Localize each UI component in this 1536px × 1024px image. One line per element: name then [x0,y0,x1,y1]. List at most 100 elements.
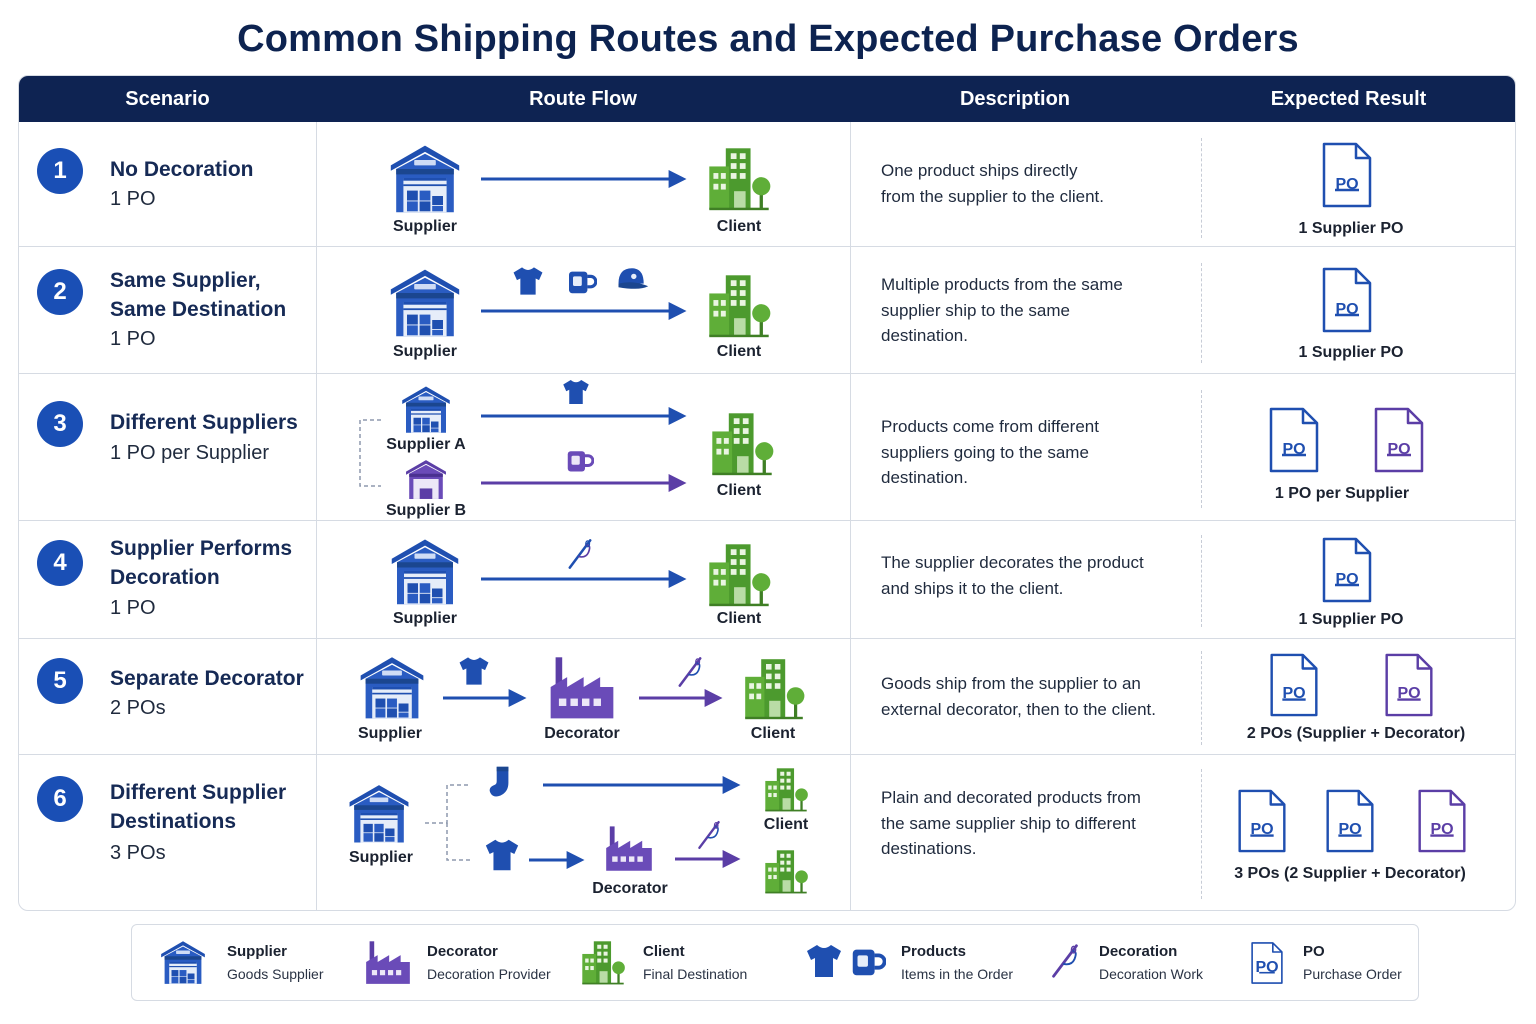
legend-icons: PO [161,941,1283,985]
legend-title: Decorator [427,943,498,960]
po-document-icon [1322,142,1372,208]
sock-icon [489,766,509,797]
po-label: PO [1397,685,1420,702]
result-label: 3 POs (2 Supplier + Decorator) [1234,865,1466,882]
scenario-number: 5 [37,658,83,704]
factory-icon [550,657,614,719]
building-icon [745,659,805,720]
scenario-po-count: 3 POs [110,842,166,864]
warehouse-icon [391,539,459,605]
po-document-icon [1322,537,1372,603]
warehouse-icon [406,460,446,499]
client-label: Client [717,343,762,360]
legend-title: PO [1303,943,1325,960]
po-document-icon [1269,407,1319,473]
needle-icon [1052,944,1078,978]
needle-icon [698,820,720,850]
building-icon [709,275,771,338]
po-document-icon [1322,267,1372,333]
result-label: 1 Supplier PO [1299,220,1404,237]
table-header: Scenario Route Flow Description Expected… [19,76,1515,122]
supplier-group-bracket [359,419,381,487]
split-connector [446,823,471,861]
scenario-description: The supplier decorates the product and s… [881,553,1144,598]
tshirt-icon [485,839,519,871]
result-divider [1201,390,1202,508]
legend-subtitle: Decoration Work [1099,966,1204,982]
building-icon [582,941,625,985]
client-label: Client [717,218,762,235]
table-row-4: 4 Supplier Performs Decoration 1 PO The … [19,521,1515,639]
scenario-po-count: 1 PO [110,188,156,210]
supplier-label: Supplier [349,849,413,866]
page-title: Common Shipping Routes and Expected Purc… [237,18,1299,60]
scenario-title: No Decoration [110,158,254,181]
factory-icon [366,941,410,984]
scenario-description: Multiple products from the same supplier… [881,275,1123,345]
table-row-6: 6 Different Supplier Destinations 3 POs … [19,755,1515,910]
scenario-number: 4 [37,540,83,586]
scenario-po-count: 1 PO per Supplier [110,442,269,464]
tshirt-icon [513,267,543,295]
result-label: 1 Supplier PO [1299,344,1404,361]
scenario-po-count: 1 PO [110,597,156,619]
scenario-number: 3 [37,401,83,447]
supplier-b-label: Supplier B [386,502,466,519]
supplier-label: Supplier [358,725,422,742]
legend-title: Supplier [227,943,288,960]
legend-title: Products [901,943,967,960]
tshirt-icon [807,945,841,977]
result-divider [1201,535,1202,627]
scenario-title: Same Supplier, Same Destination [110,269,287,321]
scenario-number: 2 [37,269,83,315]
result-label: 2 POs (Supplier + Decorator) [1247,725,1465,742]
result-divider [1201,769,1202,899]
header-scenario: Scenario [125,88,210,110]
client-label: Client [751,725,796,742]
warehouse-icon [390,269,460,337]
legend-title: Client [643,943,685,960]
warehouse-icon [349,785,409,843]
result-label: 1 PO per Supplier [1275,485,1409,502]
scenario-number: 1 [37,148,83,194]
result-divider [1201,138,1202,238]
po-label: PO [1335,571,1358,588]
client-label: Client [717,482,762,499]
scenario-title: Different Suppliers [110,411,298,434]
po-label: PO [1255,959,1278,976]
table-row-1: 1 No Decoration 1 PO One product ships d… [19,122,1515,247]
column-divider [316,122,317,910]
scenario-description: Goods ship from the supplier to an exter… [881,674,1157,719]
scenario-description: One product ships directly from the supp… [881,161,1105,206]
routes-table: Scenario Route Flow Description Expected… [18,75,1516,911]
table-row-2: 2 Same Supplier, Same Destination 1 PO M… [19,247,1515,374]
building-icon [709,148,771,211]
po-label: PO [1282,685,1305,702]
decorator-label: Decorator [592,880,668,897]
building-icon [765,768,808,812]
supplier-a-label: Supplier A [386,436,466,453]
supplier-label: Supplier [393,343,457,360]
mug-icon [566,449,594,473]
route-flow-graphics: Supplier Client PO 1 Supplier PO Supplie… [349,142,1466,897]
result-divider [1201,651,1202,745]
table-row-3: 3 Different Suppliers 1 PO per Supplier … [19,374,1515,521]
tshirt-icon [459,657,489,685]
scenario-po-count: 2 POs [110,697,166,719]
column-divider [850,122,851,910]
header-description: Description [959,88,1071,110]
client-label: Client [717,610,762,627]
tshirt-icon [563,380,589,404]
supplier-label: Supplier [393,610,457,627]
po-document-icon [1374,407,1424,473]
warehouse-icon [402,386,450,433]
po-label: PO [1335,176,1358,193]
scenario-description: Products come from different suppliers g… [881,417,1099,487]
result-divider [1201,263,1202,363]
legend: PO Supplier Goods Supplier Decorator Dec… [131,924,1419,1001]
cap-icon [618,268,649,289]
warehouse-icon [360,657,424,719]
scenario-number: 6 [37,776,83,822]
decorator-label: Decorator [544,725,620,742]
legend-subtitle: Items in the Order [901,966,1014,982]
